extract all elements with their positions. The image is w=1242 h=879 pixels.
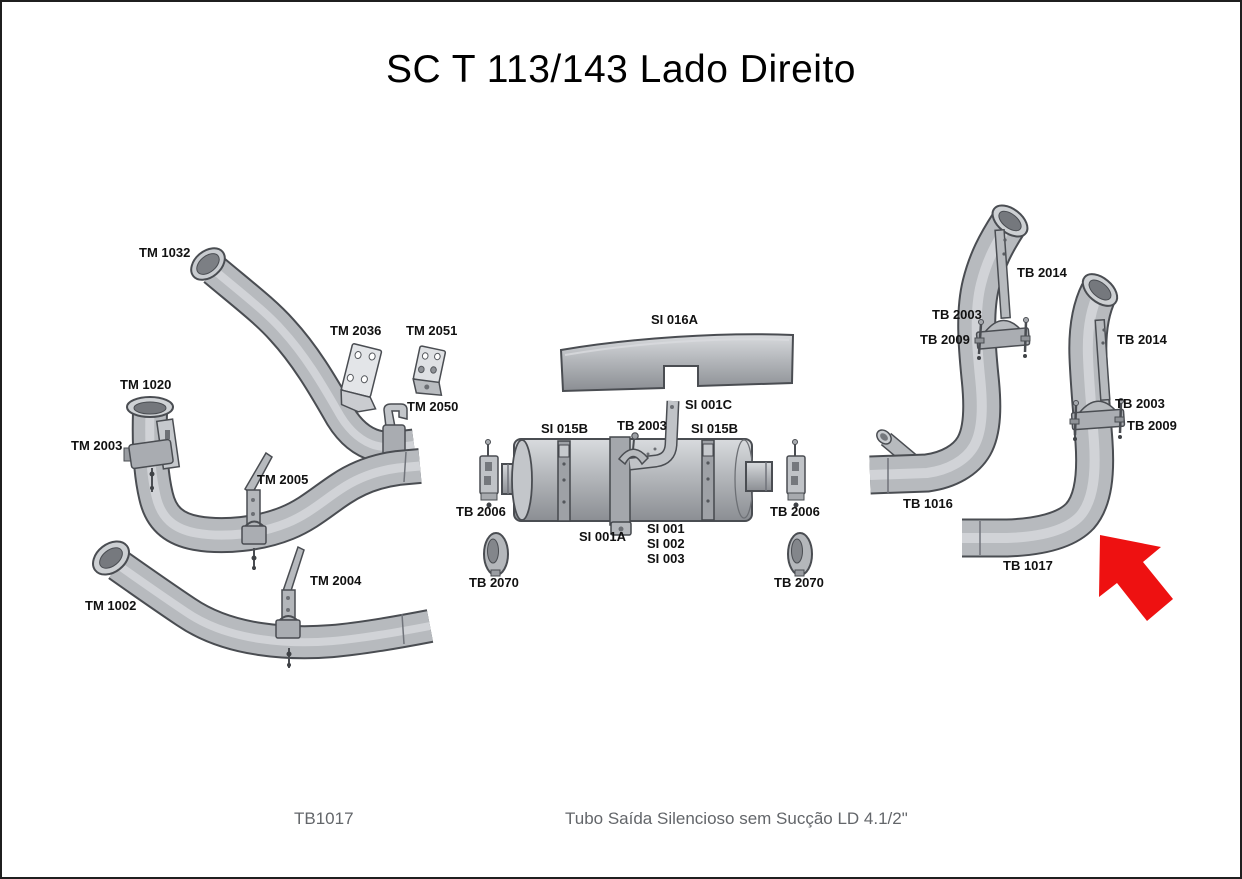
heat-shield-si-016a — [559, 333, 795, 393]
hanger-tb-2070-right — [787, 532, 813, 577]
part-label-si-001a: SI 001A — [579, 529, 626, 544]
strap-tb-2014-lower — [1094, 318, 1111, 401]
muffler-si-001 — [501, 438, 773, 522]
pipe-tb-1017 — [962, 273, 1119, 558]
clamp-tb-2003-pipe1 — [974, 317, 1031, 360]
part-label-tb-2006-left: TB 2006 — [456, 504, 506, 519]
clamp-tb-2003-muffler — [617, 432, 650, 466]
pipe-tm-1032 — [190, 247, 417, 464]
part-label-tb-1017: TB 1017 — [1003, 558, 1053, 573]
part-label-tm-1002: TM 1002 — [85, 598, 137, 613]
clamp-tb-2006-right — [786, 438, 806, 509]
part-label-tb-2070-left: TB 2070 — [469, 575, 519, 590]
part-label-tb-2070-right: TB 2070 — [774, 575, 824, 590]
part-label-tb-1016: TB 1016 — [903, 496, 953, 511]
pipe-tm-1002 — [92, 540, 434, 660]
page-title: SC T 113/143 Lado Direito — [386, 48, 856, 91]
part-label-si-015b-left: SI 015B — [541, 421, 588, 436]
part-label-tb-2003-muffler: TB 2003 — [617, 418, 667, 433]
part-label-tm-2004: TM 2004 — [310, 573, 362, 588]
red-arrow-icon — [1099, 535, 1173, 621]
part-label-si-001: SI 001 — [647, 521, 685, 536]
bolt-tb-2009-pipe2-left — [1069, 400, 1080, 441]
part-label-tm-1032: TM 1032 — [139, 245, 191, 260]
clamp-tb-2003-pipe2 — [1069, 398, 1126, 441]
strap-tb-2014-upper — [994, 228, 1011, 319]
part-label-si-001c: SI 001C — [685, 397, 732, 412]
footer-part-code: TB1017 — [294, 809, 354, 828]
bracket-tm-2051 — [412, 345, 447, 397]
part-label-tm-2051: TM 2051 — [406, 323, 458, 338]
part-label-tb-2014-upper: TB 2014 — [1017, 265, 1067, 280]
clamp-tb-2006-left — [479, 439, 499, 508]
bolt-tb-2009-pipe1-left — [974, 319, 985, 360]
part-label-tb-2003-pipe1: TB 2003 — [932, 307, 982, 322]
part-label-tb-2014-lower: TB 2014 — [1117, 332, 1167, 347]
part-label-tm-2050: TM 2050 — [407, 399, 459, 414]
part-label-si-002: SI 002 — [647, 536, 685, 551]
part-label-si-016a: SI 016A — [651, 312, 698, 327]
hanger-tm-2005 — [241, 451, 273, 570]
clamp-tm-2003-left — [123, 418, 181, 492]
part-label-tb-2009-pipe1: TB 2009 — [920, 332, 970, 347]
pipe-tb-1016 — [869, 204, 1029, 495]
part-label-tb-2003-pipe2: TB 2003 — [1115, 396, 1165, 411]
footer-description: Tubo Saída Silencioso sem Sucção LD 4.1/… — [565, 809, 908, 828]
hanger-tm-2004 — [275, 545, 305, 668]
strap-si-015b-right — [701, 439, 715, 521]
clamp-tm-2050 — [382, 403, 408, 464]
part-label-tm-1020: TM 1020 — [120, 377, 172, 392]
part-label-tm-2036: TM 2036 — [330, 323, 382, 338]
part-label-tm-2003: TM 2003 — [71, 438, 123, 453]
bolt-tb-2009-pipe2-right — [1114, 398, 1125, 439]
part-label-tm-2005: TM 2005 — [257, 472, 309, 487]
bracket-tm-2036 — [340, 343, 383, 413]
part-label-tb-2009-pipe2: TB 2009 — [1127, 418, 1177, 433]
part-label-si-015b-right: SI 015B — [691, 421, 738, 436]
strap-si-015b-left — [557, 440, 571, 522]
part-label-si-003: SI 003 — [647, 551, 685, 566]
part-label-tb-2006-right: TB 2006 — [770, 504, 820, 519]
hanger-tb-2070-left — [483, 532, 509, 577]
bolt-tb-2009-pipe1-right — [1020, 317, 1031, 358]
